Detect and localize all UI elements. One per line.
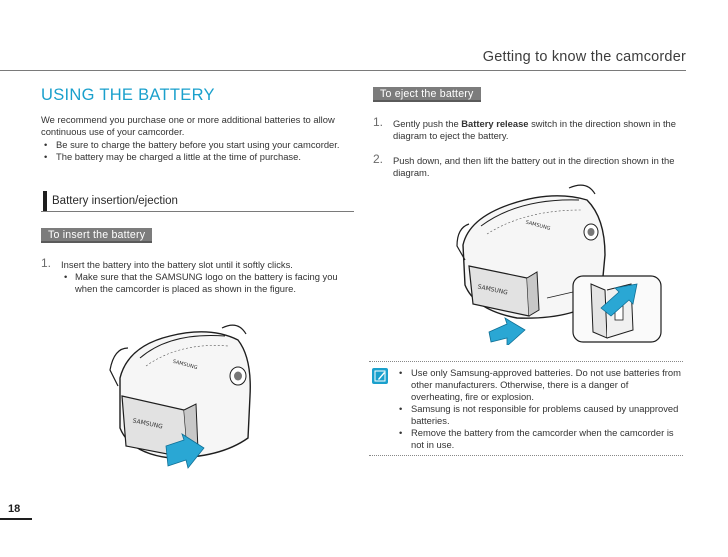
insert-tag: To insert the battery: [41, 228, 153, 243]
intro-bullets: Be sure to charge the battery before you…: [41, 139, 356, 164]
subheading: Battery insertion/ejection: [41, 190, 354, 212]
intro-bullet: The battery may be charged a little at t…: [41, 151, 356, 164]
page-number: 18: [8, 503, 21, 515]
note-bullet: Remove the battery from the camcorder wh…: [396, 427, 681, 451]
subheading-text: Battery insertion/ejection: [52, 195, 178, 207]
step-number: 2.: [373, 152, 384, 166]
eject-battery-illustration: SAMSUNG SAMSUNG: [455, 180, 670, 345]
insert-battery-illustration: SAMSUNG SAMSUNG: [100, 318, 260, 493]
eject-step-2: 2. Push down, and then lift the battery …: [373, 152, 683, 179]
step-text-post: switch in the direction shown in the dia…: [393, 118, 676, 141]
intro-paragraph: We recommend you purchase one or more ad…: [41, 114, 335, 138]
intro-block: We recommend you purchase one or more ad…: [41, 114, 356, 164]
step-number: 1.: [41, 256, 52, 270]
step-text: Push down, and then lift the battery out…: [393, 155, 675, 178]
header-rule: [0, 70, 686, 71]
intro-bullet: Be sure to charge the battery before you…: [41, 139, 356, 152]
note-box: Use only Samsung-approved batteries. Do …: [369, 361, 683, 456]
insert-step-1: 1. Insert the battery into the battery s…: [41, 256, 356, 295]
eject-tag: To eject the battery: [373, 87, 481, 102]
running-header: Getting to know the camcorder: [482, 49, 686, 65]
page-number-rule: [0, 518, 32, 520]
step-number: 1.: [373, 115, 384, 129]
note-list: Use only Samsung-approved batteries. Do …: [396, 367, 681, 451]
note-bullet: Samsung is not responsible for problems …: [396, 403, 681, 427]
battery-release-label: Battery release: [461, 118, 529, 129]
note-bullet: Use only Samsung-approved batteries. Do …: [396, 367, 681, 403]
eject-step-1: 1. Gently push the Battery release switc…: [373, 115, 683, 142]
note-pencil-icon: [372, 368, 388, 384]
subheading-bar: [43, 191, 47, 211]
section-title: USING THE BATTERY: [41, 86, 215, 104]
step-bullet: Make sure that the SAMSUNG logo on the b…: [61, 271, 356, 295]
step-text-pre: Gently push the: [393, 118, 462, 129]
step-text: Insert the battery into the battery slot…: [61, 259, 293, 270]
